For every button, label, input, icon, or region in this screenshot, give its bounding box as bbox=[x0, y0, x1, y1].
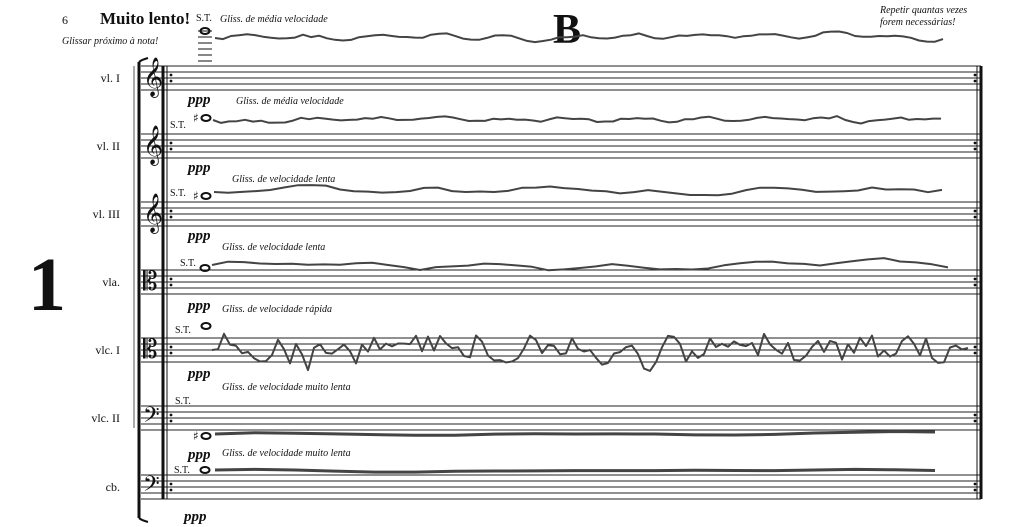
bracket-top-hook bbox=[138, 57, 149, 63]
instrument-label: vl. I bbox=[101, 71, 120, 85]
staff-7: cb. 𝄢 bbox=[106, 472, 981, 502]
repeat-dot bbox=[973, 351, 977, 355]
repeat-dot bbox=[169, 141, 173, 145]
section-number: 1 bbox=[28, 243, 66, 327]
repeat-dot bbox=[973, 482, 977, 486]
staff-6: vlc. II 𝄢 bbox=[91, 403, 981, 433]
top-note-with-ledgers bbox=[198, 27, 212, 62]
dynamic-marking: ppp bbox=[186, 160, 211, 176]
sul-tasto-marking: S.T. bbox=[180, 258, 196, 269]
gliss-instruction: Gliss. de velocidade rápida bbox=[222, 304, 332, 315]
gliss-instruction: Gliss. de velocidade muito lenta bbox=[222, 448, 351, 459]
repeat-dot bbox=[169, 79, 173, 83]
gliss-instruction: Gliss. de velocidade muito lenta bbox=[222, 382, 351, 393]
instrument-label: cb. bbox=[106, 480, 120, 494]
repeat-dot bbox=[169, 482, 173, 486]
glissando-line bbox=[214, 430, 936, 437]
repeat-dot bbox=[973, 147, 977, 151]
glissando-line bbox=[211, 257, 949, 272]
instrument-label: vl. II bbox=[97, 139, 120, 153]
instrument-label: vlc. I bbox=[95, 343, 120, 357]
repeat-note-line2: forem necessárias! bbox=[880, 17, 955, 28]
repeat-dot bbox=[973, 73, 977, 77]
repeat-dot bbox=[169, 488, 173, 492]
staff-3: vl. III 𝄞 bbox=[93, 193, 981, 234]
repeat-dot bbox=[973, 345, 977, 349]
glissando-line bbox=[214, 467, 936, 474]
repeat-dot bbox=[169, 413, 173, 417]
instrument-label: vla. bbox=[102, 275, 120, 289]
sul-tasto-marking: S.T. bbox=[174, 465, 190, 476]
sul-tasto-marking: S.T. bbox=[175, 325, 191, 336]
note-head bbox=[200, 114, 212, 122]
dynamic-marking: ppp bbox=[186, 92, 211, 108]
repeat-dot bbox=[169, 277, 173, 281]
instrument-label: vlc. II bbox=[91, 411, 120, 425]
sharp-icon: ♯ bbox=[193, 189, 199, 203]
sul-tasto-marking: S.T. bbox=[170, 120, 186, 131]
bass-clef-icon: 𝄢 bbox=[143, 403, 160, 433]
glissando-line bbox=[211, 332, 969, 372]
measure-number: 6 bbox=[62, 13, 68, 27]
repeat-dot bbox=[973, 283, 977, 287]
note-head bbox=[200, 192, 212, 200]
repeat-dot bbox=[973, 209, 977, 213]
repeat-dot bbox=[973, 277, 977, 281]
tempo-marking: Muito lento! bbox=[100, 9, 190, 28]
sul-tasto-marking: S.T. bbox=[175, 396, 191, 407]
glissando-line bbox=[212, 115, 941, 125]
staff-2: vl. II 𝄞 bbox=[97, 125, 981, 166]
top-gliss-text: Gliss. de média velocidade bbox=[220, 14, 328, 25]
treble-clef-icon: 𝄞 bbox=[143, 193, 163, 234]
glissando-line bbox=[214, 30, 944, 44]
top-technique: S.T. bbox=[196, 13, 212, 24]
note-head bbox=[199, 466, 211, 474]
gliss-instruction: Gliss. de velocidade lenta bbox=[222, 242, 325, 253]
alto-clef-icon: 𝄡 bbox=[143, 335, 158, 365]
dynamic-marking: ppp bbox=[186, 366, 211, 382]
staff-4: vla. 𝄡 bbox=[102, 267, 981, 297]
sharp-icon: ♯ bbox=[193, 111, 199, 125]
note-head bbox=[200, 432, 212, 440]
alto-clef-icon: 𝄡 bbox=[143, 267, 158, 297]
repeat-dot bbox=[973, 215, 977, 219]
gliss-instruction: Gliss. de velocidade lenta bbox=[232, 174, 335, 185]
instruction-text: Glissar próximo à nota! bbox=[62, 36, 158, 47]
treble-clef-icon: 𝄞 bbox=[143, 57, 163, 98]
gliss-instruction: Gliss. de média velocidade bbox=[236, 96, 344, 107]
repeat-dot bbox=[169, 283, 173, 287]
glissando-line bbox=[213, 184, 943, 197]
instrument-label: vl. III bbox=[93, 207, 120, 221]
repeat-note-line1: Repetir quantas vezes bbox=[879, 5, 967, 16]
repeat-dot bbox=[169, 215, 173, 219]
dynamic-marking: ppp bbox=[186, 228, 211, 244]
repeat-dot bbox=[973, 413, 977, 417]
repeat-dot bbox=[973, 79, 977, 83]
treble-clef-icon: 𝄞 bbox=[143, 125, 163, 166]
bracket-bottom-hook bbox=[138, 517, 149, 523]
sul-tasto-marking: S.T. bbox=[170, 188, 186, 199]
dynamic-marking: ppp bbox=[186, 298, 211, 314]
repeat-dot bbox=[169, 73, 173, 77]
sharp-icon: ♯ bbox=[193, 429, 199, 443]
cb-dynamic: ppp bbox=[182, 509, 207, 525]
repeat-dot bbox=[169, 209, 173, 213]
staff-1: vl. I 𝄞 bbox=[101, 57, 981, 98]
note-head bbox=[200, 322, 212, 330]
repeat-dot bbox=[973, 419, 977, 423]
dynamic-marking: ppp bbox=[186, 447, 211, 463]
note-head bbox=[199, 264, 211, 272]
repeat-dot bbox=[973, 488, 977, 492]
rehearsal-mark: B bbox=[553, 7, 581, 53]
bass-clef-icon: 𝄢 bbox=[143, 472, 160, 502]
repeat-dot bbox=[169, 345, 173, 349]
repeat-dot bbox=[169, 419, 173, 423]
repeat-dot bbox=[169, 351, 173, 355]
repeat-dot bbox=[973, 141, 977, 145]
repeat-dot bbox=[169, 147, 173, 151]
